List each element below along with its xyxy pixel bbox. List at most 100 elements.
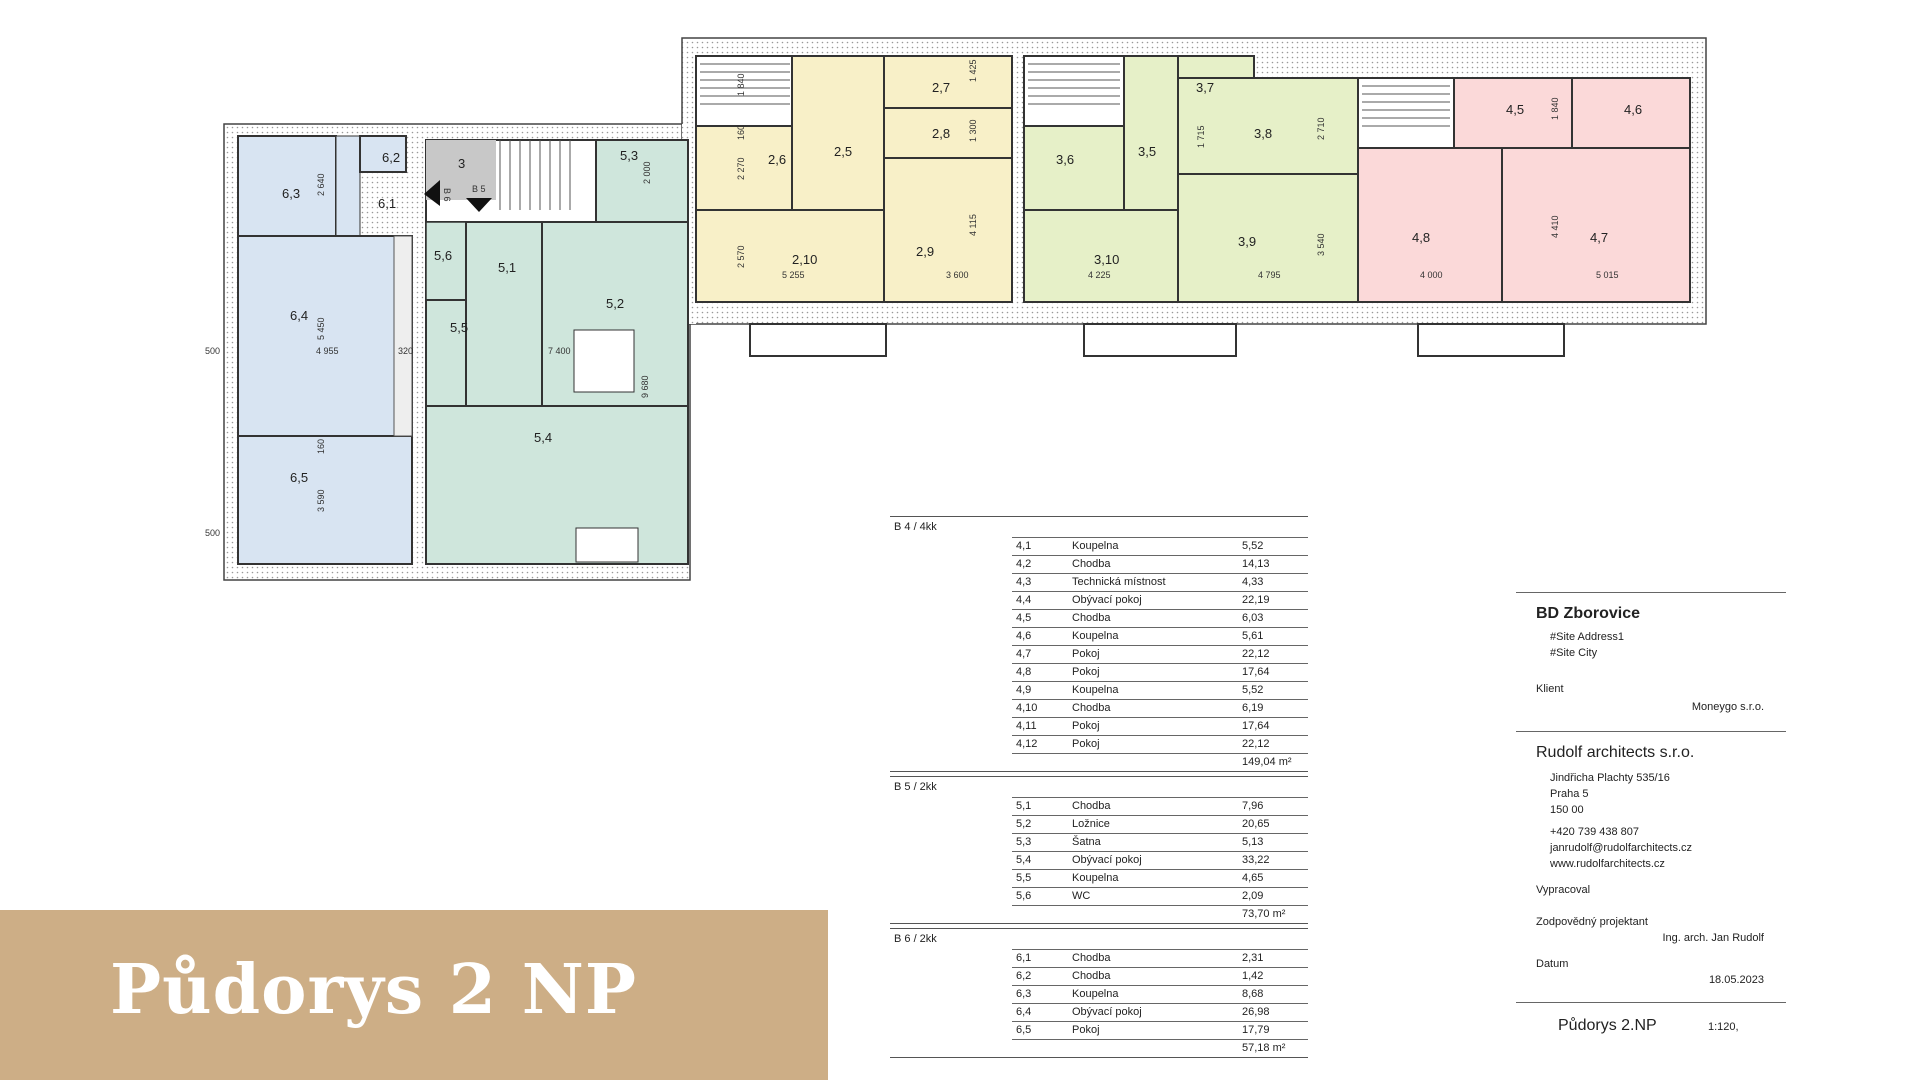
room-number: 4,1 <box>1016 540 1032 552</box>
divider <box>1516 731 1786 732</box>
room-area: 6,03 <box>1242 612 1264 624</box>
room-name: Chodba <box>1072 952 1111 964</box>
apartment-total-area: 73,70 m² <box>1242 908 1286 920</box>
room-label: 5,4 <box>534 430 552 445</box>
room-name: Pokoj <box>1072 648 1100 660</box>
apartment-total-area: 57,18 m² <box>1242 1042 1286 1054</box>
architect-email: janrudolf@rudolfarchitects.cz <box>1550 842 1693 854</box>
dimension: 7 400 <box>548 346 571 356</box>
room-area: 26,98 <box>1242 1006 1270 1018</box>
room-name: Pokoj <box>1072 738 1100 750</box>
room-name: Koupelna <box>1072 684 1119 696</box>
room-area: 33,22 <box>1242 854 1270 866</box>
apartment-b5 <box>425 139 689 565</box>
apartment-total-row: 57,18 m² <box>1012 1039 1308 1057</box>
stair-label-b6: B 6 <box>442 188 452 202</box>
stair-core-b5-b6 <box>424 139 597 223</box>
room-number: 4,2 <box>1016 558 1032 570</box>
responsible-name: Ing. arch. Jan Rudolf <box>1662 932 1764 944</box>
drawing-title: Půdorys 2 NP <box>110 950 638 1030</box>
room-area: 20,65 <box>1242 818 1270 830</box>
apartment-header: B 5 / 2kk <box>890 776 1308 797</box>
dimension: 1 840 <box>736 73 746 96</box>
room-label: 2,6 <box>768 152 786 167</box>
dimension: 2 570 <box>736 245 746 268</box>
room-area: 17,79 <box>1242 1024 1270 1036</box>
responsible-label: Zodpovědný projektant <box>1536 916 1648 928</box>
room-label: 3,6 <box>1056 152 1074 167</box>
room-area: 2,31 <box>1242 952 1264 964</box>
divider <box>1516 1002 1786 1003</box>
divider <box>890 1057 1308 1060</box>
room-number: 5,3 <box>1016 836 1032 848</box>
site-address: #Site Address1 <box>1550 631 1624 643</box>
site-city: #Site City <box>1550 647 1598 659</box>
room-number: 5,2 <box>1016 818 1032 830</box>
apartment-total-row: 149,04 m² <box>1012 753 1308 771</box>
room-label: 4,8 <box>1412 230 1430 245</box>
room-name: Koupelna <box>1072 872 1119 884</box>
room-name: Pokoj <box>1072 720 1100 732</box>
room-label: 5,2 <box>606 296 624 311</box>
room-name: Obývací pokoj <box>1072 854 1142 866</box>
room-number: 4,9 <box>1016 684 1032 696</box>
dimension: 3 590 <box>316 489 326 512</box>
room-label: 4,6 <box>1624 102 1642 117</box>
room-name: Koupelna <box>1072 630 1119 642</box>
dimension: 4 000 <box>1420 270 1443 280</box>
room-name: Technická místnost <box>1072 576 1166 588</box>
date-value: 18.05.2023 <box>1708 974 1764 986</box>
architect-street: Jindřicha Plachty 535/16 <box>1550 772 1670 784</box>
title-banner: Půdorys 2 NP <box>0 910 828 1080</box>
dimension: 1 300 <box>968 119 978 142</box>
room-number: 4,5 <box>1016 612 1032 624</box>
prepared-by-label: Vypracoval <box>1536 884 1591 896</box>
room-label: 4,5 <box>1506 102 1524 117</box>
room-label: 2,10 <box>792 252 817 267</box>
dimension: 9 680 <box>640 375 650 398</box>
room-label: 3,8 <box>1254 126 1272 141</box>
apartment-b3 <box>1023 55 1359 303</box>
room-number: 4,8 <box>1016 666 1032 678</box>
dimension: 160 <box>736 125 746 140</box>
room-label: 5,3 <box>620 148 638 163</box>
apartment-b6 <box>237 135 413 565</box>
room-area: 7,96 <box>1242 800 1264 812</box>
apartment-total-row: 73,70 m² <box>1012 905 1308 923</box>
client-label: Klient <box>1536 683 1564 695</box>
scale: 1:120, <box>1708 1021 1739 1033</box>
room-area: 5,52 <box>1242 684 1264 696</box>
dimension: 3 540 <box>1316 233 1326 256</box>
dimension: 2 640 <box>316 173 326 196</box>
room-number: 5,5 <box>1016 872 1032 884</box>
table-row: 4,9 Koupelna 5,52 <box>1012 681 1308 699</box>
room-number: 4,7 <box>1016 648 1032 660</box>
room-label: 4,7 <box>1590 230 1608 245</box>
dimension: 4 955 <box>316 346 339 356</box>
apartment-header: B 6 / 2kk <box>890 928 1308 949</box>
stairs <box>700 63 1450 127</box>
dimension-labels: 500 500 2 640 2 270 160 1 840 2 570 5 25… <box>205 59 1619 538</box>
room-number: 4,4 <box>1016 594 1032 606</box>
room-area: 4,33 <box>1242 576 1264 588</box>
room-number: 5,6 <box>1016 890 1032 902</box>
room-label: 5,5 <box>450 320 468 335</box>
dimension: 500 <box>205 346 220 356</box>
dimension: 1 715 <box>1196 125 1206 148</box>
room-area: 2,09 <box>1242 890 1264 902</box>
room-name: Chodba <box>1072 970 1111 982</box>
